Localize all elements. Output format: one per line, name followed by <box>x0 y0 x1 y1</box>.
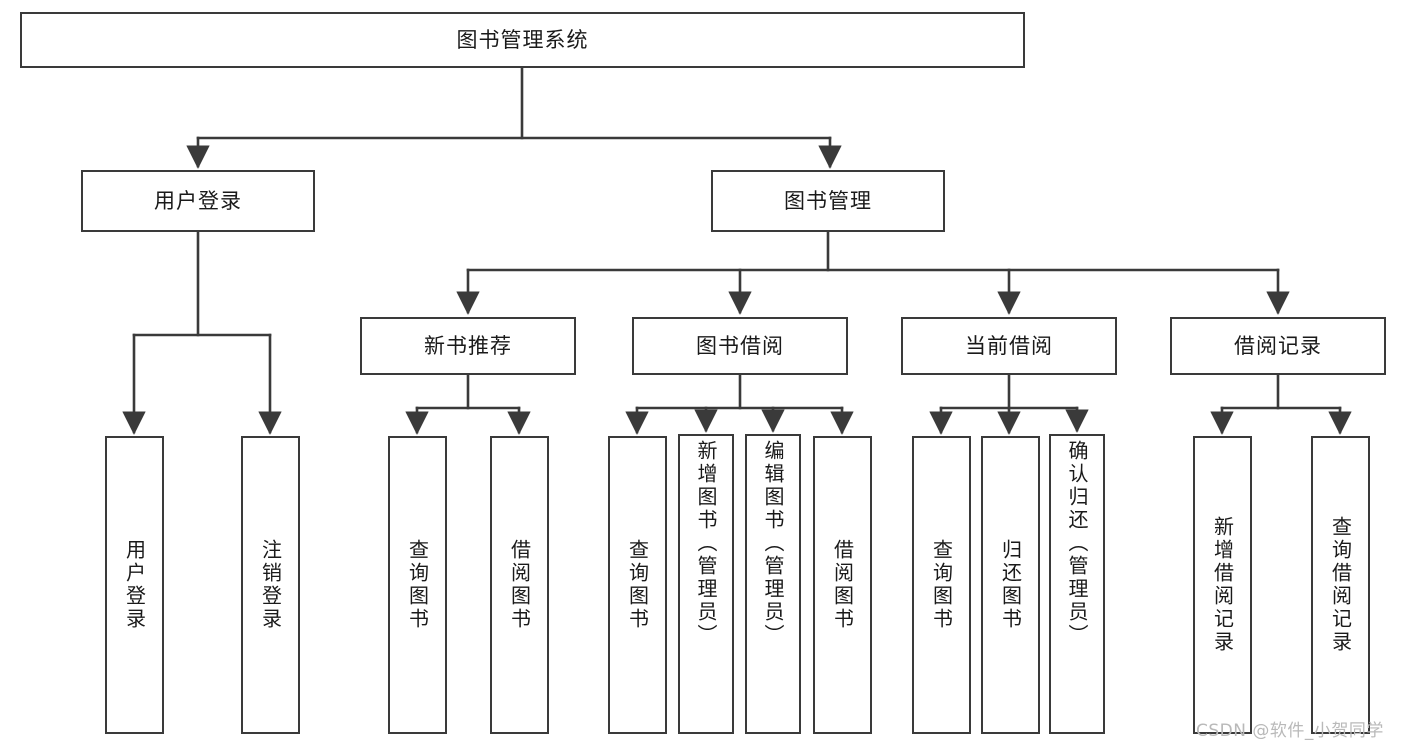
node-label: 用户登录 <box>154 188 242 213</box>
node-label: 注销登录 <box>258 539 283 631</box>
node-label: 查询图书 <box>405 539 430 631</box>
node-label: 查询图书 <box>929 539 954 631</box>
watermark-text: CSDN @软件_小贺同学 <box>1196 721 1384 741</box>
node-label: 归还图书 <box>998 539 1023 631</box>
vertical-text-wrap: 编辑图书（管理员） <box>747 436 799 732</box>
node-label: 图书借阅 <box>696 333 784 358</box>
node-new-book-recommend[interactable]: 新书推荐 <box>360 317 576 375</box>
node-label: 新增借阅记录 <box>1210 516 1235 654</box>
node-label: 确认归还（管理员） <box>1065 440 1089 647</box>
node-book-management[interactable]: 图书管理 <box>711 170 945 232</box>
node-label: 借阅图书 <box>830 539 855 631</box>
node-label: 图书管理系统 <box>456 27 589 52</box>
leaf-current-borrow-query-book[interactable]: 查询图书 <box>912 436 971 734</box>
node-current-borrow[interactable]: 当前借阅 <box>901 317 1117 375</box>
node-label: 图书管理 <box>784 188 872 213</box>
leaf-book-borrow-edit-book-admin[interactable]: 编辑图书（管理员） <box>745 434 801 734</box>
vertical-text-wrap: 借阅图书 <box>815 438 870 732</box>
leaf-borrow-record-add-record[interactable]: 新增借阅记录 <box>1193 436 1252 734</box>
vertical-text-wrap: 新增借阅记录 <box>1195 438 1250 732</box>
leaf-current-borrow-return-book[interactable]: 归还图书 <box>981 436 1040 734</box>
node-label: 借阅记录 <box>1234 333 1322 358</box>
node-borrow-record[interactable]: 借阅记录 <box>1170 317 1386 375</box>
vertical-text-wrap: 用户登录 <box>107 438 162 732</box>
node-label: 查询图书 <box>625 539 650 631</box>
vertical-text-wrap: 查询图书 <box>390 438 445 732</box>
leaf-book-borrow-add-book-admin[interactable]: 新增图书（管理员） <box>678 434 734 734</box>
leaf-new-book-query-book[interactable]: 查询图书 <box>388 436 447 734</box>
node-label: 当前借阅 <box>965 333 1053 358</box>
vertical-text-wrap: 查询借阅记录 <box>1313 438 1368 732</box>
leaf-current-borrow-confirm-return-admin[interactable]: 确认归还（管理员） <box>1049 434 1105 734</box>
node-user-login[interactable]: 用户登录 <box>81 170 315 232</box>
leaf-user-login-login[interactable]: 用户登录 <box>105 436 164 734</box>
leaf-book-borrow-query-book[interactable]: 查询图书 <box>608 436 667 734</box>
leaf-new-book-borrow-book[interactable]: 借阅图书 <box>490 436 549 734</box>
node-label: 新书推荐 <box>424 333 512 358</box>
vertical-text-wrap: 归还图书 <box>983 438 1038 732</box>
vertical-text-wrap: 查询图书 <box>610 438 665 732</box>
vertical-text-wrap: 注销登录 <box>243 438 298 732</box>
node-label: 查询借阅记录 <box>1328 516 1353 654</box>
csdn-watermark: CSDN @软件_小贺同学 <box>1196 716 1384 741</box>
vertical-text-wrap: 借阅图书 <box>492 438 547 732</box>
node-label: 新增图书（管理员） <box>694 440 718 647</box>
leaf-borrow-record-query-record[interactable]: 查询借阅记录 <box>1311 436 1370 734</box>
node-book-borrow[interactable]: 图书借阅 <box>632 317 848 375</box>
node-label: 用户登录 <box>122 539 147 631</box>
node-label: 编辑图书（管理员） <box>761 440 785 647</box>
vertical-text-wrap: 确认归还（管理员） <box>1051 436 1103 732</box>
node-root-book-management-system[interactable]: 图书管理系统 <box>20 12 1025 68</box>
node-label: 借阅图书 <box>507 539 532 631</box>
vertical-text-wrap: 查询图书 <box>914 438 969 732</box>
vertical-text-wrap: 新增图书（管理员） <box>680 436 732 732</box>
leaf-book-borrow-borrow-book[interactable]: 借阅图书 <box>813 436 872 734</box>
leaf-user-login-logout[interactable]: 注销登录 <box>241 436 300 734</box>
